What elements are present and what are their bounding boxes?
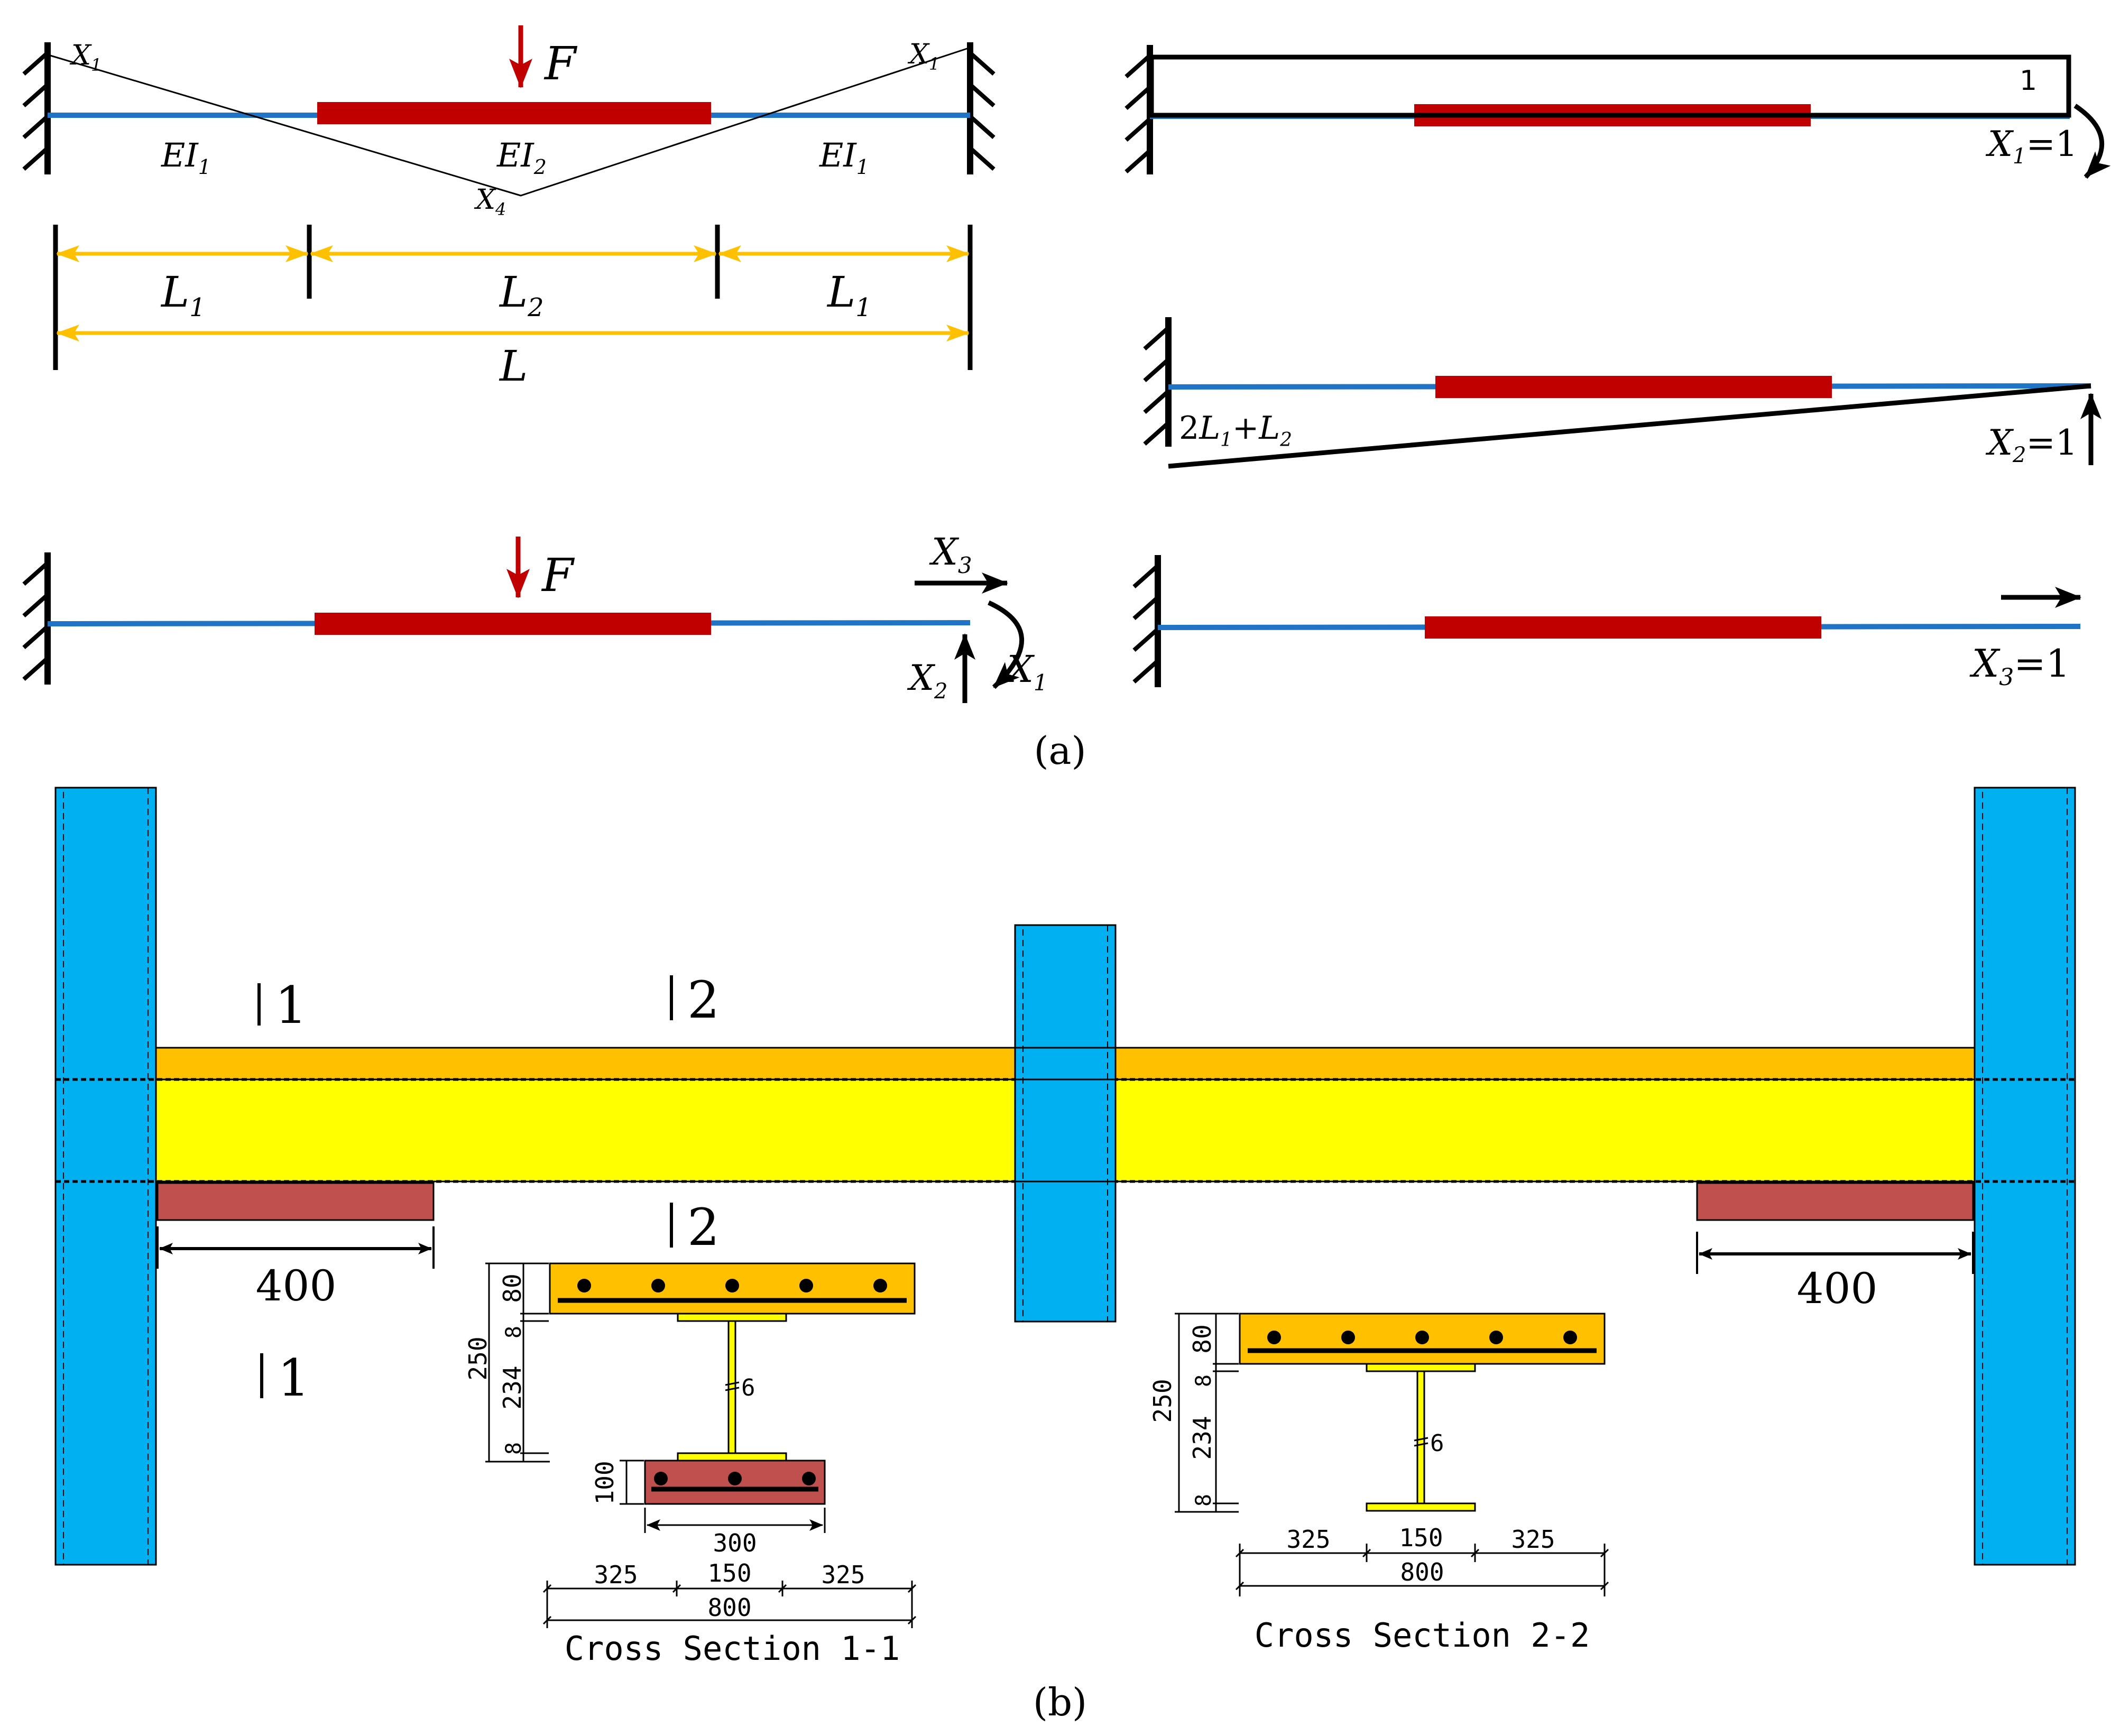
cs2-dim-325-right: 325 (1511, 1525, 1555, 1554)
middle-column (1014, 924, 1117, 1323)
ei1-left-label: EI1 (161, 136, 211, 179)
force-label: F (543, 38, 578, 90)
section-mark-1-bottom: 1 (260, 1349, 310, 1408)
svg-text:2: 2 (687, 971, 720, 1030)
force-label-2: F (541, 549, 575, 602)
ei2-label: EI2 (496, 136, 547, 179)
cs1-dim-234: 234 (498, 1365, 527, 1409)
cs2-dim-250: 250 (1148, 1379, 1177, 1423)
beam-fixed-fixed: F X1 X1 X4 EI1 EI2 EI1 (22, 25, 996, 219)
dim-400-left-label: 400 (256, 1261, 337, 1310)
unit-moment-x1: 1 X1=1 (1124, 45, 2111, 179)
x1-right-label: X1 (907, 39, 939, 74)
cs1-web-6: 6 (741, 1374, 755, 1401)
section-mark-2-bottom: 2 (670, 1198, 720, 1257)
x3-unit-label: X3=1 (1969, 641, 2070, 691)
cs2-top-flange (1366, 1363, 1476, 1372)
panel-b-label: (b) (1033, 1680, 1087, 1724)
cs1-dim-325-right: 325 (821, 1560, 865, 1589)
cs1-dim-800: 800 (707, 1593, 751, 1622)
l-total-label: L (499, 341, 528, 391)
unit-axial-x3: X3=1 (1132, 555, 2081, 691)
cross-section-2: 250 80 8 234 8 6 325 150 325 800 Cross S… (1148, 1313, 1609, 1655)
l1-right-label: L1 (826, 267, 872, 322)
svg-text:2: 2 (687, 1198, 720, 1257)
cs2-title: Cross Section 2-2 (1255, 1616, 1590, 1655)
cs2-bottom-flange (1366, 1502, 1476, 1512)
right-hatch (969, 51, 996, 171)
left-column (54, 787, 157, 1566)
cs1-dim-300: 300 (713, 1529, 757, 1557)
x1-unit-label: X1=1 (1985, 124, 2078, 169)
cs2-dim-325-left: 325 (1286, 1525, 1330, 1554)
l2-label: L2 (499, 267, 544, 322)
unit-force-x2: 2L1+L2 X2=1 (1143, 317, 2101, 469)
ordinate-1: 1 (2020, 65, 2037, 97)
x4-label: X4 (474, 184, 506, 219)
ordinate-2l1-l2: 2L1+L2 (1179, 410, 1292, 451)
left-bottom-block (156, 1182, 435, 1221)
cs2-dim-800: 800 (1400, 1558, 1444, 1586)
section-mark-2-top: 2 (670, 971, 720, 1030)
cs2-dim-234: 234 (1188, 1416, 1216, 1460)
cs1-bottom-flange (677, 1452, 787, 1462)
cs2-dim-150: 150 (1399, 1523, 1443, 1552)
x2-moment-diagram (1168, 383, 2091, 469)
section-mark-1-top: 1 (257, 976, 307, 1035)
right-bottom-block (1696, 1182, 1974, 1221)
cross-section-1: 250 80 8 234 8 100 6 300 325 150 325 800… (464, 1262, 917, 1668)
x1-left-label: X1 (69, 40, 102, 75)
panel-a-label: (a) (1034, 728, 1086, 773)
svg-text:1: 1 (278, 1349, 310, 1408)
cs1-dim-80: 80 (498, 1273, 527, 1303)
x1-unit-arrow (2073, 104, 2111, 179)
cs1-slab (549, 1262, 916, 1315)
cs1-top-flange (677, 1313, 787, 1322)
left-hatch (22, 51, 49, 171)
x1-moment-arrow (988, 600, 1024, 689)
cs2-dim-8-bottom: 8 (1192, 1494, 1216, 1507)
moment-diagram (50, 47, 971, 197)
cs1-title: Cross Section 1-1 (565, 1629, 900, 1668)
x3-label: X3 (929, 530, 972, 578)
ei1-right-label: EI1 (819, 136, 869, 179)
cs2-dim-8-top: 8 (1192, 1374, 1216, 1387)
cs1-dim-150: 150 (707, 1559, 751, 1587)
cs1-web (727, 1320, 736, 1454)
cs1-dim-250: 250 (464, 1336, 492, 1380)
cs1-dim-100: 100 (591, 1461, 619, 1504)
cs1-dim-8-top: 8 (502, 1326, 526, 1338)
l1-left-label: L1 (160, 267, 206, 322)
cs2-web (1416, 1370, 1425, 1504)
length-dimensions: L1 L2 L1 L (53, 225, 973, 391)
svg-text:1: 1 (275, 976, 307, 1035)
cs2-web-6: 6 (1430, 1430, 1444, 1457)
dim-400-right-label: 400 (1797, 1264, 1878, 1313)
x1-label: X1 (1004, 648, 1048, 696)
cantilever-primary: F X3 X2 X1 (22, 530, 1048, 704)
cs1-dim-8-bottom: 8 (502, 1442, 526, 1455)
x2-label: X2 (907, 658, 947, 704)
elevation: 400 400 1 1 2 2 (54, 787, 2076, 1566)
x2-unit-label: X2=1 (1985, 422, 2078, 467)
unit-moment-diagram (1149, 54, 2071, 118)
cs2-dim-80: 80 (1188, 1324, 1216, 1353)
right-column (1974, 787, 2076, 1566)
cs1-dim-325-left: 325 (594, 1560, 638, 1589)
